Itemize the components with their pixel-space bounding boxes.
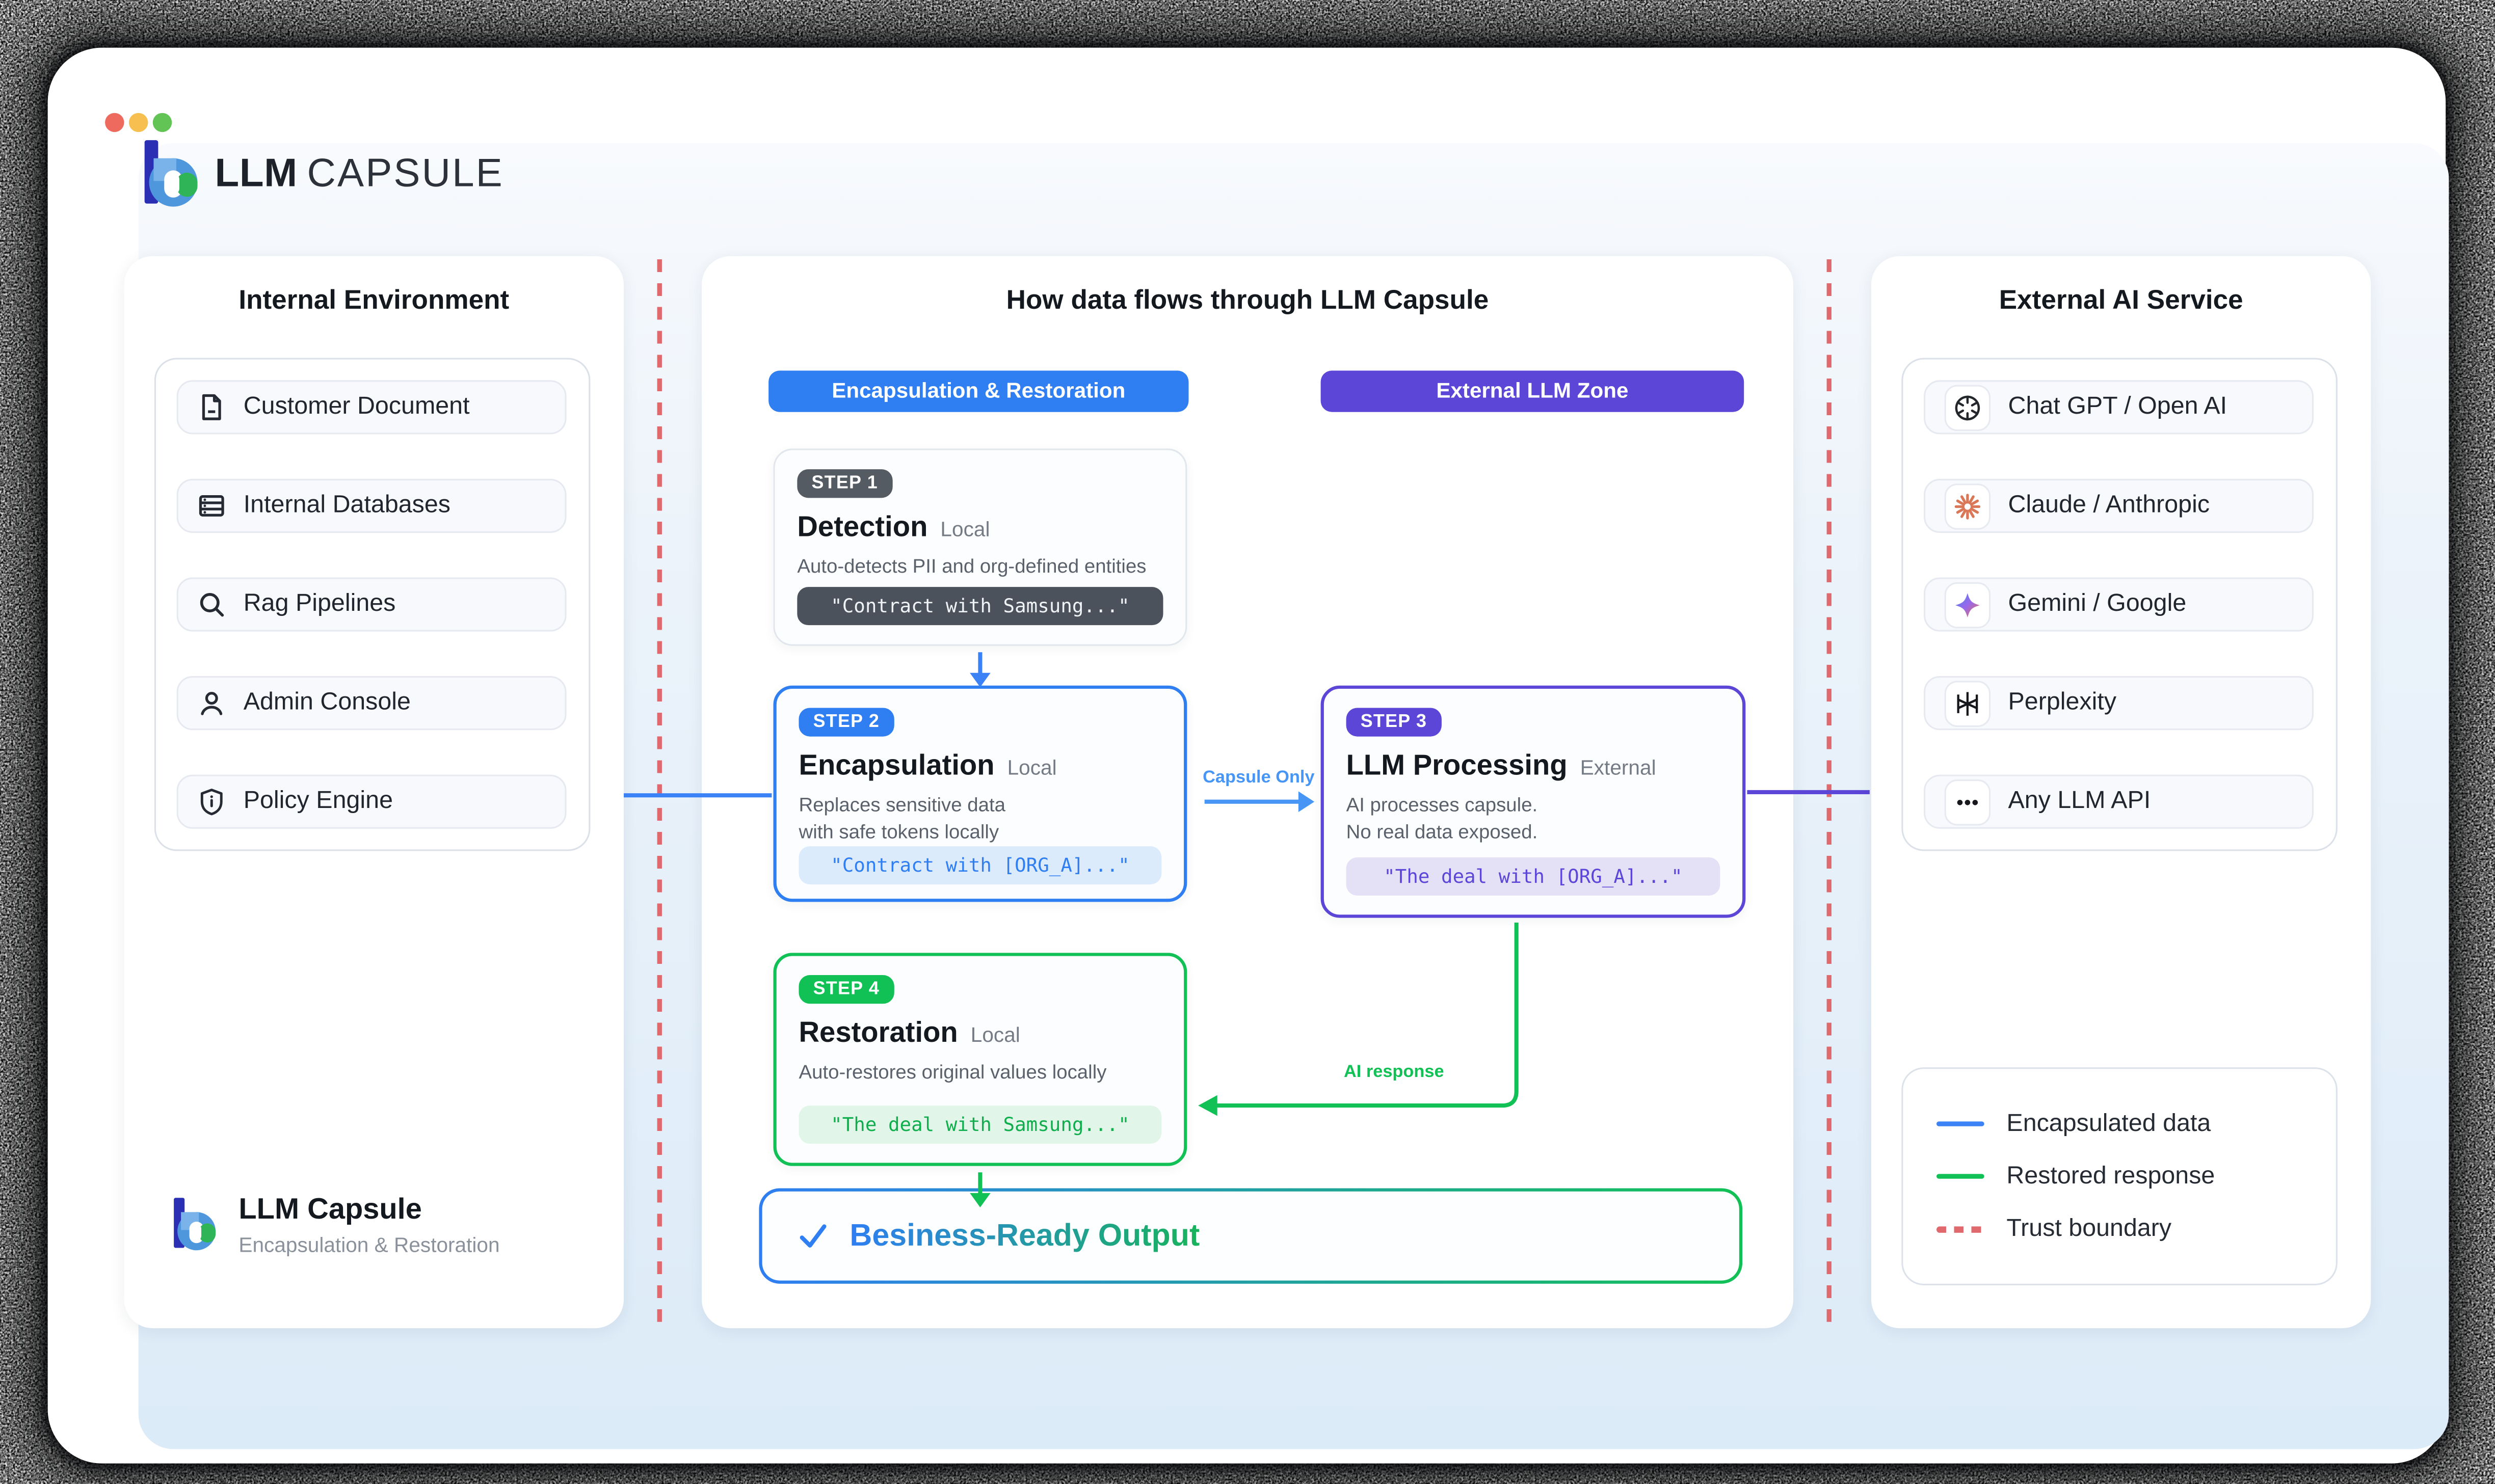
minimize-button[interactable]: [128, 113, 148, 132]
list-item-gemini-google: Gemini / Google: [1924, 577, 2314, 632]
brand-word-bold: LLM: [215, 150, 298, 195]
internal-items-card: Customer Document Internal Databases Rag…: [154, 358, 591, 851]
list-item-label: Customer Document: [243, 393, 470, 420]
output-label: Besiness-Ready Output: [850, 1218, 1200, 1254]
list-item-claude-anthropic: Claude / Anthropic: [1924, 478, 2314, 533]
gemini-icon: [1944, 581, 1991, 628]
list-item-label: Any LLM API: [2008, 787, 2151, 815]
list-item-rag-pipelines: Rag Pipelines: [176, 577, 567, 632]
llm-capsule-logo-icon: [174, 1198, 216, 1251]
shield-icon: [200, 789, 223, 816]
step-3-llm-processing-box: STEP 3 LLM Processing External AI process…: [1320, 685, 1746, 918]
step-3-scope: External: [1580, 756, 1656, 779]
list-item-label: Claude / Anthropic: [2008, 491, 2210, 519]
zone-badge-encapsulation: Encapsulation & Restoration: [768, 370, 1189, 412]
list-item-policy-engine: Policy Engine: [176, 774, 567, 829]
step-1-code-sample: "Contract with Samsung...": [797, 587, 1163, 626]
list-item-label: Admin Console: [243, 689, 411, 716]
step-2-code-sample: "Contract with [ORG_A]...": [799, 847, 1162, 885]
internal-environment-panel: Internal Environment Customer Document I…: [124, 256, 624, 1329]
step-3-description: AI processes capsule. No real data expos…: [1346, 794, 1538, 844]
checkmark-icon: [800, 1224, 827, 1248]
list-item-admin-console: Admin Console: [176, 676, 567, 731]
anthropic-icon: [1944, 482, 1991, 529]
list-item-label: Rag Pipelines: [243, 590, 396, 617]
ai-response-label: AI response: [1343, 1062, 1444, 1082]
document-icon: [202, 394, 221, 420]
step-4-badge: STEP 4: [799, 975, 894, 1004]
database-icon: [199, 495, 224, 517]
list-item-any-llm-api: Any LLM API: [1924, 774, 2314, 829]
list-item-label: Gemini / Google: [2008, 590, 2187, 617]
capsule-only-label: Capsule Only: [1203, 768, 1315, 788]
legend-card: Encapsulated data Restored response Trus…: [1901, 1067, 2338, 1285]
external-ai-service-panel: External AI Service Chat GPT / Open AI: [1871, 256, 2371, 1329]
list-item-label: Chat GPT / Open AI: [2008, 393, 2227, 420]
step-4-description: Auto-restores original values locally: [799, 1061, 1107, 1084]
zone-badge-external-llm: External LLM Zone: [1320, 370, 1744, 412]
step-3-title: LLM Processing: [1346, 749, 1568, 781]
step-2-encapsulation-box: STEP 2 Encapsulation Local Replaces sensi…: [773, 685, 1187, 902]
trust-boundary-left: [657, 259, 662, 1322]
step-2-badge: STEP 2: [799, 708, 894, 737]
flow-panel-title: How data flows through LLM Capsule: [1006, 284, 1489, 315]
external-panel-title: External AI Service: [1999, 284, 2243, 315]
perplexity-icon: [1944, 680, 1991, 726]
business-ready-output-box: Besiness-Ready Output: [759, 1188, 1743, 1284]
ellipsis-icon: [1944, 778, 1991, 825]
internal-panel-title: Internal Environment: [238, 284, 510, 315]
legend-label: Trust boundary: [2006, 1214, 2172, 1242]
list-item-perplexity: Perplexity: [1924, 676, 2314, 731]
list-item-label: Policy Engine: [243, 787, 393, 815]
step-4-title: Restoration: [799, 1016, 958, 1048]
legend-item-restored-response: Restored response: [1936, 1162, 2336, 1191]
footer-brand-title: LLM Capsule: [238, 1191, 422, 1225]
red-dashed-swatch: [1936, 1225, 1984, 1232]
search-icon: [200, 593, 224, 617]
legend-label: Restored response: [2006, 1162, 2215, 1190]
legend-item-trust-boundary: Trust boundary: [1936, 1215, 2336, 1243]
list-item-internal-databases: Internal Databases: [176, 478, 567, 533]
list-item-label: Perplexity: [2008, 689, 2117, 716]
internal-footer-brand: LLM Capsule Encapsulation & Restoration: [170, 1191, 500, 1257]
green-line-swatch: [1936, 1173, 1984, 1179]
step-2-title: Encapsulation: [799, 749, 995, 781]
step-2-description: Replaces sensitive data with safe tokens…: [799, 794, 1005, 844]
zoom-button[interactable]: [152, 113, 172, 132]
list-item-chatgpt-openai: Chat GPT / Open AI: [1924, 380, 2314, 435]
step-1-description: Auto-detects PII and org-defined entitie…: [797, 555, 1147, 578]
step-1-scope: Local: [940, 517, 990, 541]
step-3-code-sample: "The deal with [ORG_A]...": [1346, 857, 1720, 896]
close-button[interactable]: [105, 113, 124, 132]
step-3-badge: STEP 3: [1346, 708, 1442, 737]
step-4-code-sample: "The deal with Samsung...": [799, 1105, 1162, 1144]
step-1-title: Detection: [797, 510, 928, 543]
legend-item-encapsulated-data: Encapsulated data: [1936, 1110, 2336, 1138]
external-items-card: Chat GPT / Open AI Claude / Anthropic: [1901, 358, 2338, 851]
blue-line-swatch: [1936, 1121, 1984, 1127]
step-1-detection-box: STEP 1 Detection Local Auto-detects PII a…: [773, 448, 1187, 646]
step-2-scope: Local: [1007, 756, 1057, 779]
list-item-label: Internal Databases: [243, 491, 450, 519]
step-4-restoration-box: STEP 4 Restoration Local Auto-restores or…: [773, 953, 1187, 1166]
step-1-badge: STEP 1: [797, 469, 893, 498]
footer-brand-subtitle: Encapsulation & Restoration: [238, 1232, 500, 1257]
brand-word-light: CAPSULE: [307, 150, 504, 195]
llm-capsule-logo-icon: [144, 140, 198, 207]
list-item-customer-document: Customer Document: [176, 380, 567, 435]
openai-icon: [1944, 384, 1991, 430]
legend-label: Encapsulated data: [2006, 1109, 2211, 1137]
trust-boundary-right: [1826, 259, 1832, 1322]
user-icon: [201, 692, 223, 715]
step-4-scope: Local: [970, 1022, 1020, 1047]
